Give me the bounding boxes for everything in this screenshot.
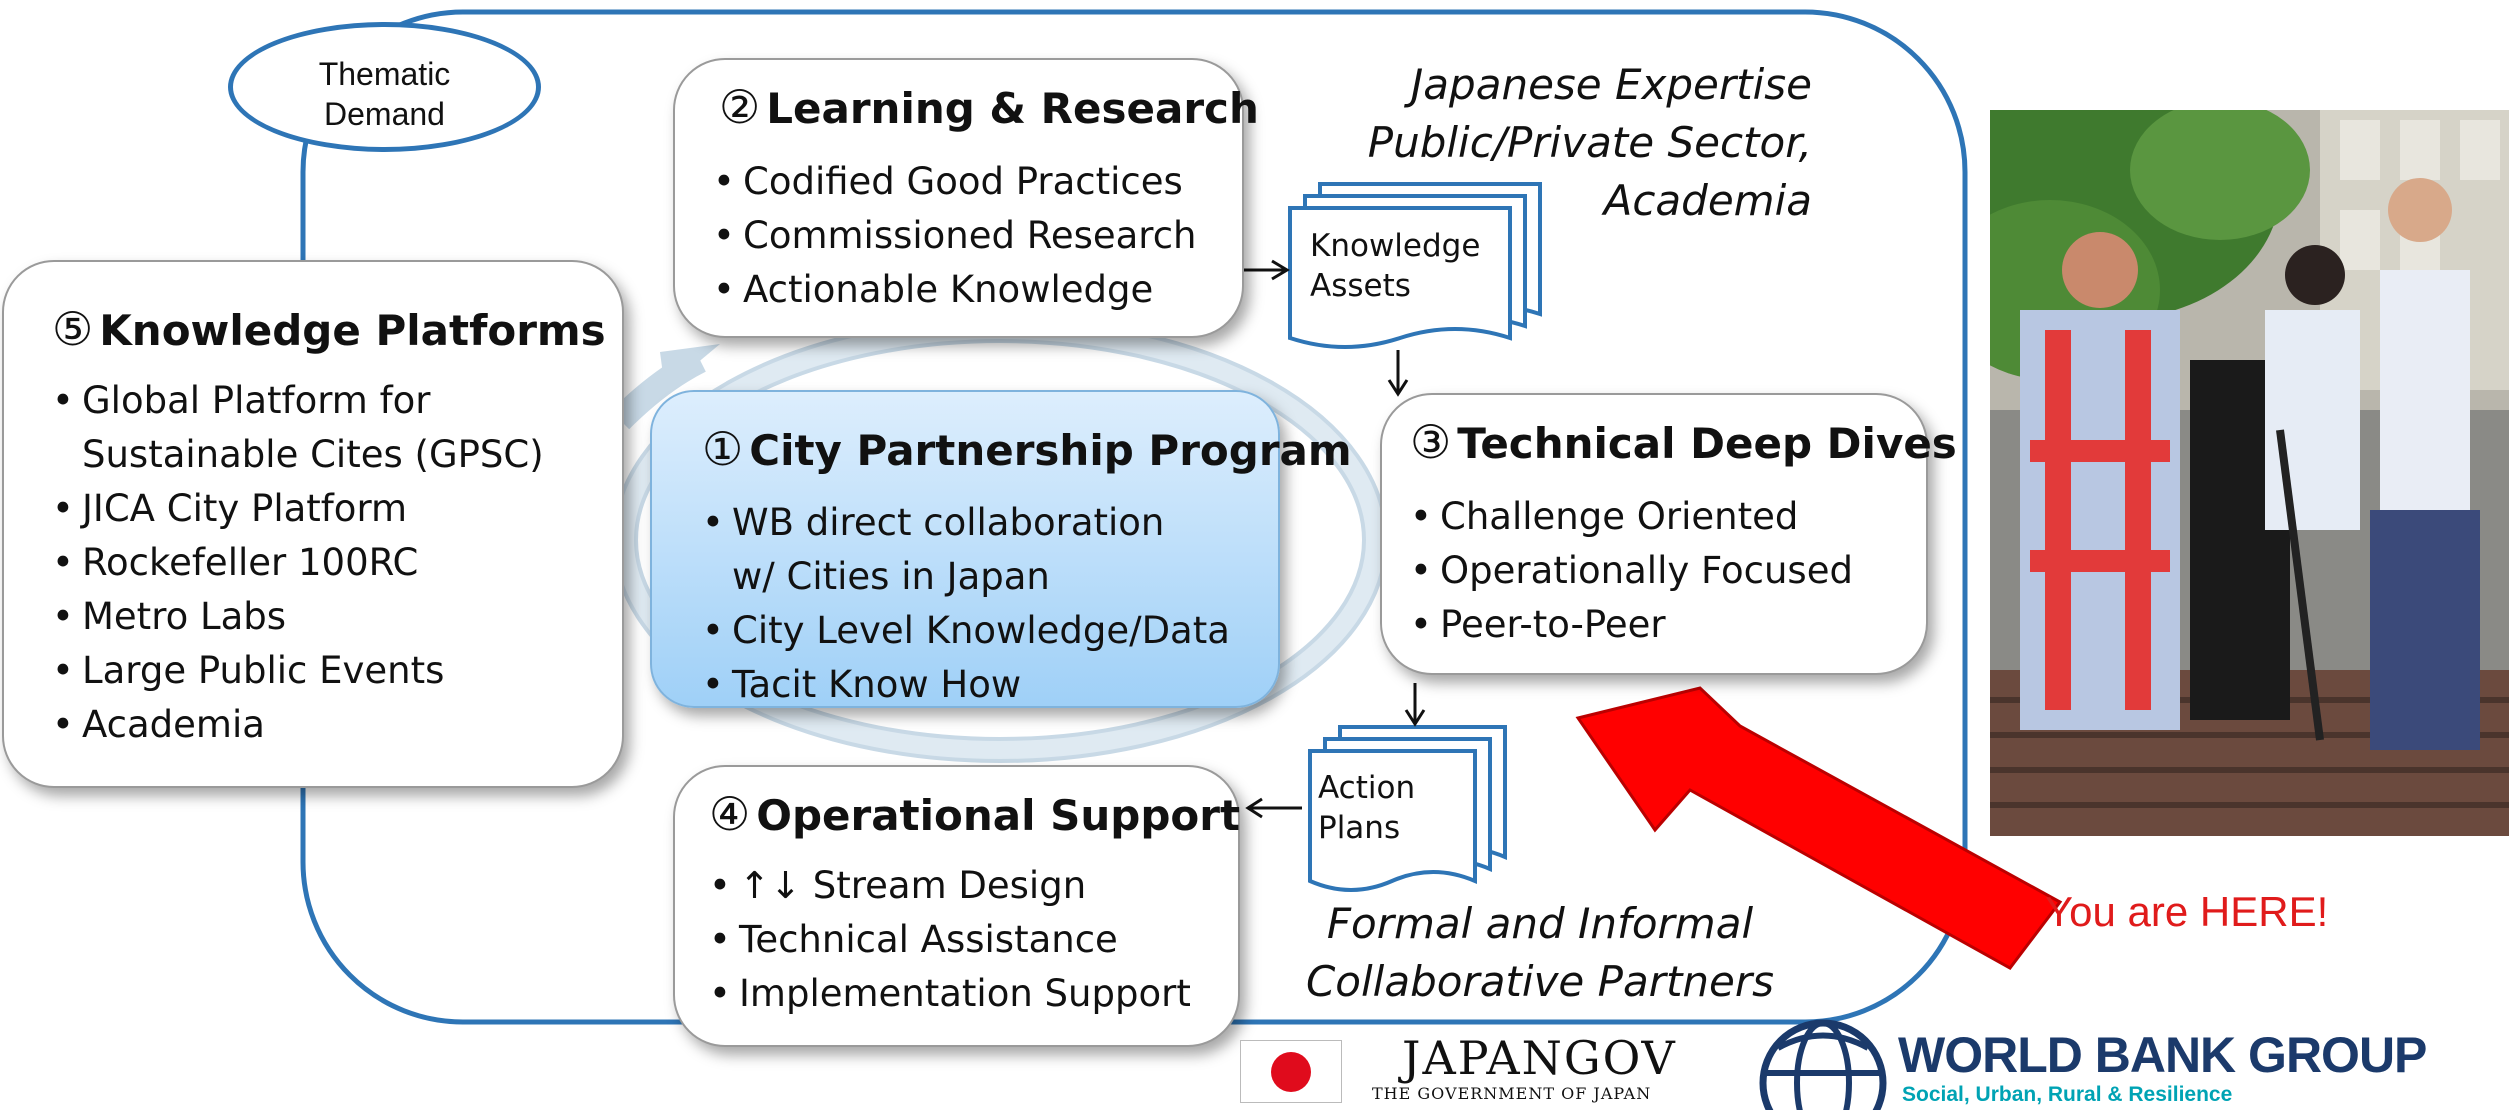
list-item: Global Platform for Sustainable Cites (G…: [52, 374, 612, 482]
japanese-expertise-text: Japanese Expertise Public/Private Sector…: [1360, 56, 1812, 230]
list-item: WB direct collaboration w/ Cities in Jap…: [702, 496, 1212, 604]
list-item: City Level Knowledge/Data: [702, 604, 1262, 658]
partners-bottom-line2: Collaborative Partners: [1305, 957, 1775, 1006]
list-item: Tacit Know How: [702, 658, 1262, 712]
box1-title-text: City Partnership Program: [749, 426, 1352, 475]
box3-title-text: Technical Deep Dives: [1457, 419, 1957, 468]
flag-red-disc: [1271, 1052, 1311, 1092]
doc-label-line2: Plans: [1318, 810, 1401, 846]
box5-list: Global Platform for Sustainable Cites (G…: [52, 374, 612, 752]
list-item: Commissioned Research: [713, 209, 1197, 263]
connector-arrows: [1228, 259, 1426, 819]
box4-list: ↑↓ Stream Design Technical Assistance Im…: [709, 859, 1191, 1021]
box3-number: ③: [1410, 415, 1452, 469]
you-are-here-text: You are HERE!: [2045, 888, 2329, 935]
list-item: Metro Labs: [52, 590, 612, 644]
bubble-line1: Thematic: [318, 56, 451, 92]
partners-top-line2: Public/Private Sector,: [1367, 118, 1812, 167]
list-item: Challenge Oriented: [1410, 490, 1853, 544]
list-item: Technical Assistance: [709, 913, 1191, 967]
list-item: JICA City Platform: [52, 482, 612, 536]
list-item: Peer-to-Peer: [1410, 598, 1853, 652]
world-bank-logo-subtext: Social, Urban, Rural & Resilience: [1902, 1083, 2233, 1106]
list-item: ↑↓ Stream Design: [709, 859, 1191, 913]
knowledge-assets-doc: [1288, 182, 1542, 349]
list-item: Operationally Focused: [1410, 544, 1853, 598]
list-item: Academia: [52, 698, 612, 752]
japangov-logo-text: JAPANGOV: [1402, 1031, 1677, 1085]
thematic-demand-bubble: Thematic Demand: [228, 22, 541, 152]
list-item: Rockefeller 100RC: [52, 536, 612, 590]
partners-top-line3: Academia: [1603, 176, 1812, 225]
list-item: Actionable Knowledge: [713, 263, 1197, 317]
box3-list: Challenge Oriented Operationally Focused…: [1410, 490, 1853, 652]
box4-title-text: Operational Support: [756, 791, 1241, 840]
box5-title-text: Knowledge Platforms: [99, 306, 606, 355]
doc-label-line1: Action: [1318, 770, 1416, 806]
list-item: Codified Good Practices: [713, 155, 1197, 209]
you-are-here-arrow: [1575, 686, 2063, 970]
collaborative-partners-text: Formal and Informal Collaborative Partne…: [1300, 895, 1780, 1011]
doc-label-line2: Assets: [1310, 268, 1411, 304]
world-bank-logo-text: WORLD BANK GROUP: [1898, 1027, 2427, 1083]
box2-title-text: Learning & Research: [766, 84, 1259, 133]
bubble-line2: Demand: [324, 96, 445, 132]
box4-number: ④: [709, 787, 751, 841]
world-bank-globe-icon: [1758, 1018, 1888, 1114]
box1-list: WB direct collaboration w/ Cities in Jap…: [702, 496, 1262, 712]
box5-number: ⑤: [52, 302, 94, 356]
list-item: Implementation Support: [709, 967, 1191, 1021]
action-plans-doc: [1308, 725, 1507, 892]
box2-list: Codified Good Practices Commissioned Res…: [713, 155, 1197, 317]
japangov-logo-subtext: THE GOVERNMENT OF JAPAN: [1372, 1084, 1652, 1103]
knowledge-assets-label: Knowledge Assets: [1310, 226, 1480, 306]
action-plans-label: Action Plans: [1318, 768, 1415, 848]
box1-number: ①: [702, 422, 744, 476]
japan-flag-logo: [1240, 1040, 1342, 1103]
doc-label-line1: Knowledge: [1310, 228, 1481, 264]
box2-number: ②: [719, 80, 761, 134]
partners-top-line1: Japanese Expertise: [1410, 60, 1812, 109]
list-item: Large Public Events: [52, 644, 612, 698]
event-photo: [1990, 110, 2509, 836]
partners-bottom-line1: Formal and Informal: [1326, 899, 1754, 948]
